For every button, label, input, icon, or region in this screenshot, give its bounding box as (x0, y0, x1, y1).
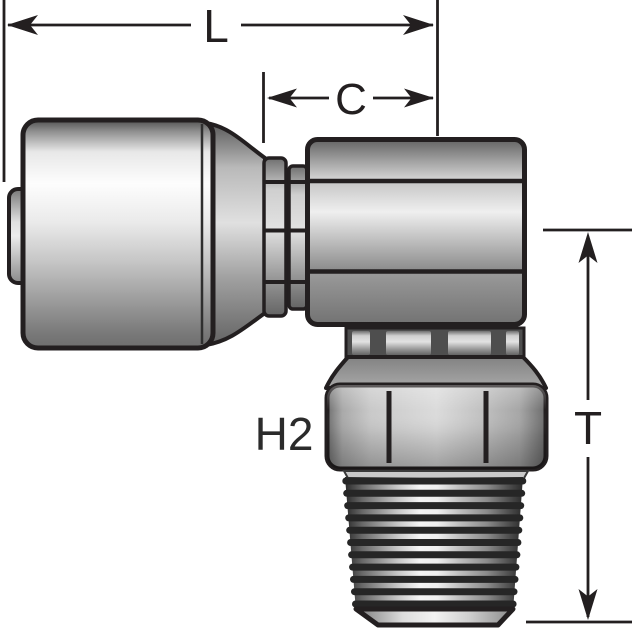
dim-label-L: L (203, 0, 229, 52)
dim-label-C: C (335, 75, 367, 124)
collar-grooves (262, 156, 309, 318)
dim-T: T (526, 228, 632, 624)
dim-L: L (7, 0, 434, 52)
nut-hex-lines (386, 391, 489, 463)
arrowhead-right-icon (404, 88, 434, 108)
part-label-h2: H2 (255, 408, 314, 460)
swivel-ring (344, 326, 526, 361)
elbow-body (305, 137, 527, 327)
dim-label-T: T (574, 402, 602, 454)
arrowhead-left-icon (267, 88, 297, 108)
arrowhead-down-icon (578, 589, 598, 620)
dim-C: C (267, 75, 434, 124)
nut-shoulder (324, 355, 548, 390)
crimp-ferrule (20, 117, 216, 351)
arrowhead-up-icon (578, 232, 598, 263)
thread-tip (353, 606, 516, 628)
arrowhead-right-icon (403, 15, 434, 35)
arrowhead-left-icon (7, 15, 38, 35)
pipe-threads (342, 477, 527, 628)
hex-nut (324, 382, 549, 472)
extension-lines (2, 0, 439, 182)
body-hex-lines (308, 178, 525, 274)
